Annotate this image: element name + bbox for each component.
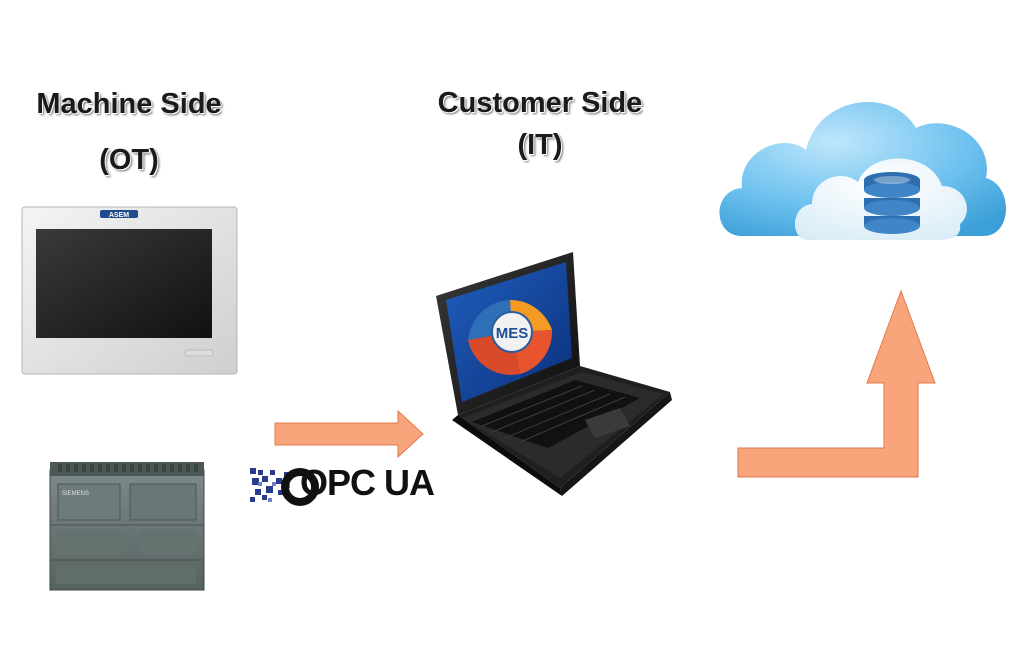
opc-ua-logo <box>250 468 319 506</box>
customer-side-title: Customer Side <box>437 87 643 119</box>
machine-side-title: Machine Side <box>36 88 222 120</box>
arrow-right-icon <box>274 409 424 459</box>
opc-ua-text: OPC UA <box>300 462 435 503</box>
mes-label: MES <box>496 325 529 342</box>
laptop: MES <box>436 252 672 496</box>
laptop-touchpad <box>585 408 630 438</box>
database-icon <box>864 172 920 234</box>
arrow-up-bent-icon <box>737 289 936 478</box>
plc-brand-label: SIEMENS <box>62 491 89 497</box>
cloud-database-icon <box>719 102 1007 240</box>
customer-side-heading: Customer Side (IT) <box>415 82 665 166</box>
machine-side-heading: Machine Side (OT) <box>15 76 243 188</box>
machine-side-subtitle: (OT) <box>99 144 159 176</box>
mes-wheel-icon: MES <box>468 299 553 375</box>
laptop-keyboard <box>472 380 640 448</box>
hmi-panel: ASEM <box>21 206 238 375</box>
customer-side-subtitle: (IT) <box>517 129 563 161</box>
plc-controller: SIEMENS <box>49 462 205 591</box>
hmi-brand-badge <box>100 210 138 218</box>
opc-ua-label: OPC UA <box>300 462 435 504</box>
hmi-brand-label: ASEM <box>109 212 129 219</box>
